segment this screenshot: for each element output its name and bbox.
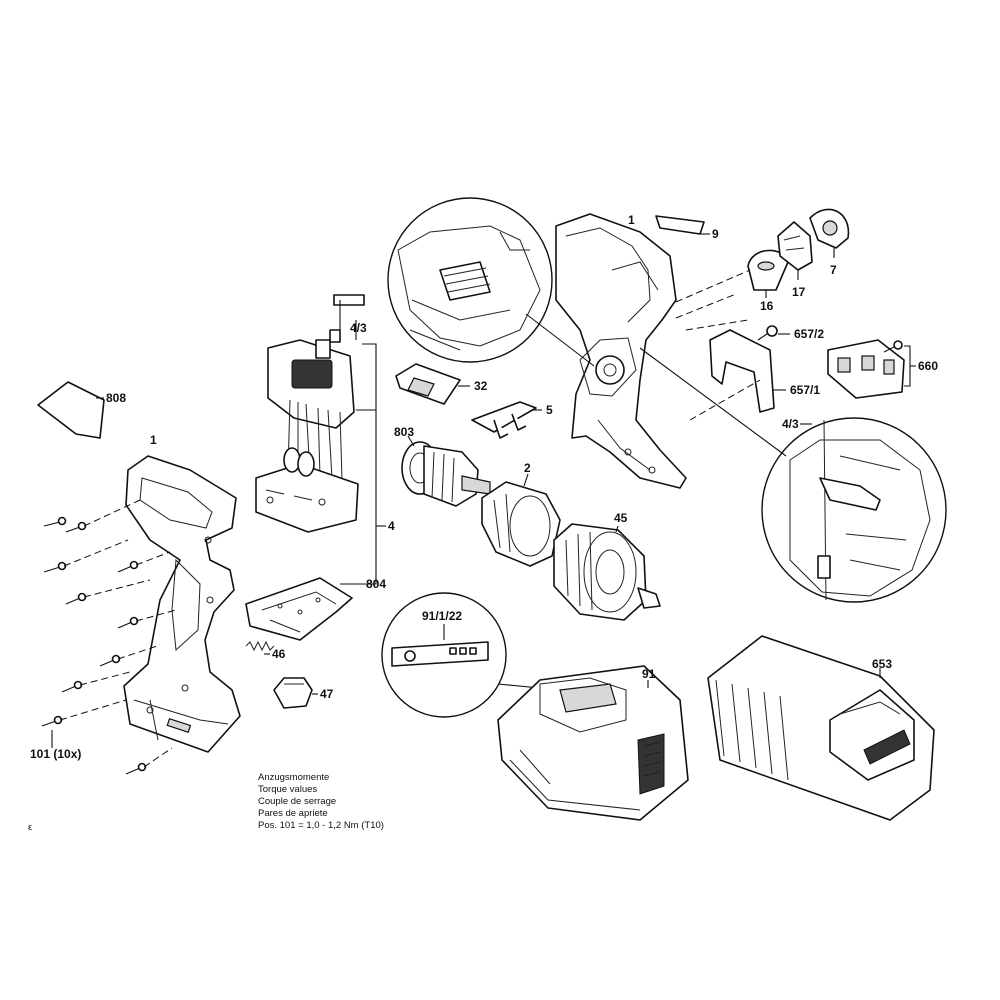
label-808: 808 — [106, 391, 126, 405]
part-91-battery — [497, 665, 689, 821]
torque-note-line2: Torque values — [258, 784, 317, 795]
label-47: 47 — [320, 687, 334, 701]
part-1-housing-right — [555, 213, 687, 489]
label-803: 803 — [394, 425, 414, 439]
part-808-label-plate — [37, 381, 105, 439]
part-653-charger — [707, 635, 935, 821]
label-101: 101 (10x) — [30, 747, 81, 761]
label-16: 16 — [760, 299, 774, 313]
part-804-plate — [245, 577, 362, 641]
label-657-2: 657/2 — [794, 327, 824, 341]
stray-mark: ε — [28, 822, 33, 833]
label-91-1-22: 91/1/22 — [422, 609, 462, 623]
label-9: 9 — [712, 227, 719, 241]
label-91: 91 — [642, 667, 656, 681]
label-5: 5 — [546, 403, 553, 417]
label-46: 46 — [272, 647, 286, 661]
label-1-right: 1 — [628, 213, 635, 227]
part-4-switch-assembly — [255, 294, 365, 533]
part-17-cover — [777, 221, 813, 280]
label-32: 32 — [474, 379, 488, 393]
label-4-3-right: 4/3 — [782, 417, 799, 431]
torque-note-line5: Pos. 101 = 1,0 - 1,2 Nm (T10) — [258, 820, 384, 831]
part-4-bracket — [355, 320, 386, 585]
part-657-1-bracket — [709, 329, 786, 413]
part-9-label — [655, 215, 710, 235]
part-101-screws — [41, 499, 177, 775]
label-657-1: 657/1 — [790, 383, 820, 397]
part-16-cover — [747, 249, 789, 298]
part-labels: 808 1 101 (10x) 4/3 4 804 46 47 32 5 803… — [30, 213, 938, 761]
part-45-gearbox — [553, 523, 661, 621]
part-657-2-screw — [757, 325, 790, 341]
label-653: 653 — [872, 657, 892, 671]
label-1-left: 1 — [150, 433, 157, 447]
detail-circle-top — [387, 197, 595, 367]
torque-note-line3: Couple de serrage — [258, 796, 336, 807]
part-7-cover — [809, 208, 850, 258]
part-47-knob — [273, 677, 318, 709]
label-660: 660 — [918, 359, 938, 373]
part-2-motor — [481, 473, 561, 567]
part-5-direction-switch — [471, 401, 542, 439]
label-804: 804 — [366, 577, 386, 591]
torque-note-line1: Anzugsmomente — [258, 772, 329, 783]
detail-circle-right — [639, 347, 947, 603]
label-45: 45 — [614, 511, 628, 525]
label-2: 2 — [524, 461, 531, 475]
part-46-spring — [245, 640, 275, 655]
label-4-3-top: 4/3 — [350, 321, 367, 335]
part-1-housing-left — [123, 455, 241, 753]
label-7: 7 — [830, 263, 837, 277]
torque-note-line4: Pares de apriete — [258, 808, 328, 819]
part-803-armature — [401, 435, 491, 507]
part-660-block — [827, 339, 916, 399]
label-4: 4 — [388, 519, 395, 533]
part-32-slider — [395, 363, 470, 405]
torque-note: Anzugsmomente Torque values Couple de se… — [258, 772, 384, 831]
label-17: 17 — [792, 285, 806, 299]
